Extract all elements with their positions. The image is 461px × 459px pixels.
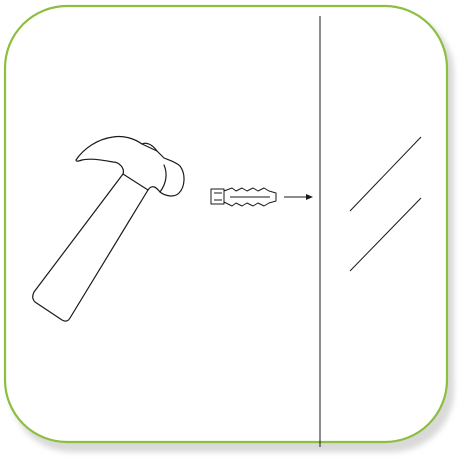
anchor-collar: [211, 189, 224, 204]
wall-plug-anchor-icon: [211, 188, 276, 206]
card-frame: [5, 6, 447, 442]
